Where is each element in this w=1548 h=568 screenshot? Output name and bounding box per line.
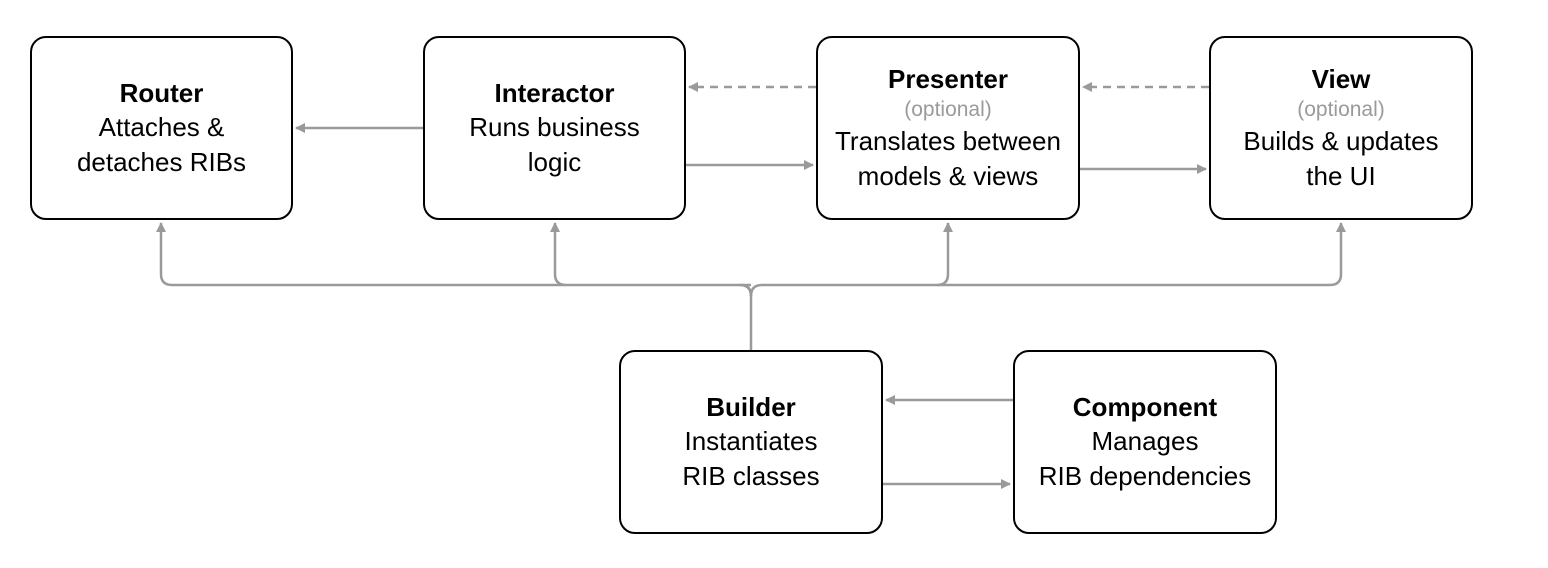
builder-desc-line-2: RIB classes	[682, 461, 820, 491]
builder-node: Builder Instantiates RIB classes	[619, 350, 883, 534]
component-desc-line-2: RIB dependencies	[1038, 461, 1252, 491]
presenter-title: Presenter	[888, 64, 1008, 94]
router-title: Router	[119, 78, 204, 108]
builder-description: Instantiates RIB classes	[682, 424, 819, 494]
view-title: View	[1311, 64, 1371, 94]
presenter-desc-line-2: models & views	[857, 161, 1039, 191]
edge-builder-interactor	[550, 222, 567, 287]
presenter-node: Presenter (optional) Translates between …	[816, 36, 1080, 220]
view-description: Builds & updates the UI	[1243, 124, 1438, 194]
builder-title: Builder	[706, 392, 796, 422]
edge-builder-presenter	[749, 222, 953, 297]
view-node: View (optional) Builds & updates the UI	[1209, 36, 1473, 220]
router-desc-line-1: Attaches &	[98, 112, 225, 142]
builder-desc-line-1: Instantiates	[684, 426, 818, 456]
interactor-desc-line-1: Runs business	[469, 112, 640, 142]
interactor-description: Runs business logic	[469, 110, 640, 180]
presenter-optional-label: (optional)	[904, 98, 992, 121]
interactor-node: Interactor Runs business logic	[423, 36, 686, 220]
router-description: Attaches & detaches RIBs	[77, 110, 246, 180]
presenter-desc-line-1: Translates between	[835, 126, 1061, 156]
view-desc-line-2: the UI	[1306, 161, 1376, 191]
edge-builder-trunk	[739, 283, 753, 350]
component-description: Manages RIB dependencies	[1039, 424, 1251, 494]
interactor-title: Interactor	[494, 78, 615, 108]
component-title: Component	[1072, 392, 1218, 422]
view-desc-line-1: Builds & updates	[1243, 126, 1439, 156]
router-node: Router Attaches & detaches RIBs	[30, 36, 293, 220]
interactor-desc-line-2: logic	[527, 147, 582, 177]
edge-builder-router	[156, 222, 753, 297]
presenter-description: Translates between models & views	[835, 124, 1061, 194]
view-optional-label: (optional)	[1297, 98, 1385, 121]
edge-builder-view	[937, 222, 1346, 287]
component-node: Component Manages RIB dependencies	[1013, 350, 1277, 534]
router-desc-line-2: detaches RIBs	[76, 147, 247, 177]
component-desc-line-1: Manages	[1091, 426, 1199, 456]
